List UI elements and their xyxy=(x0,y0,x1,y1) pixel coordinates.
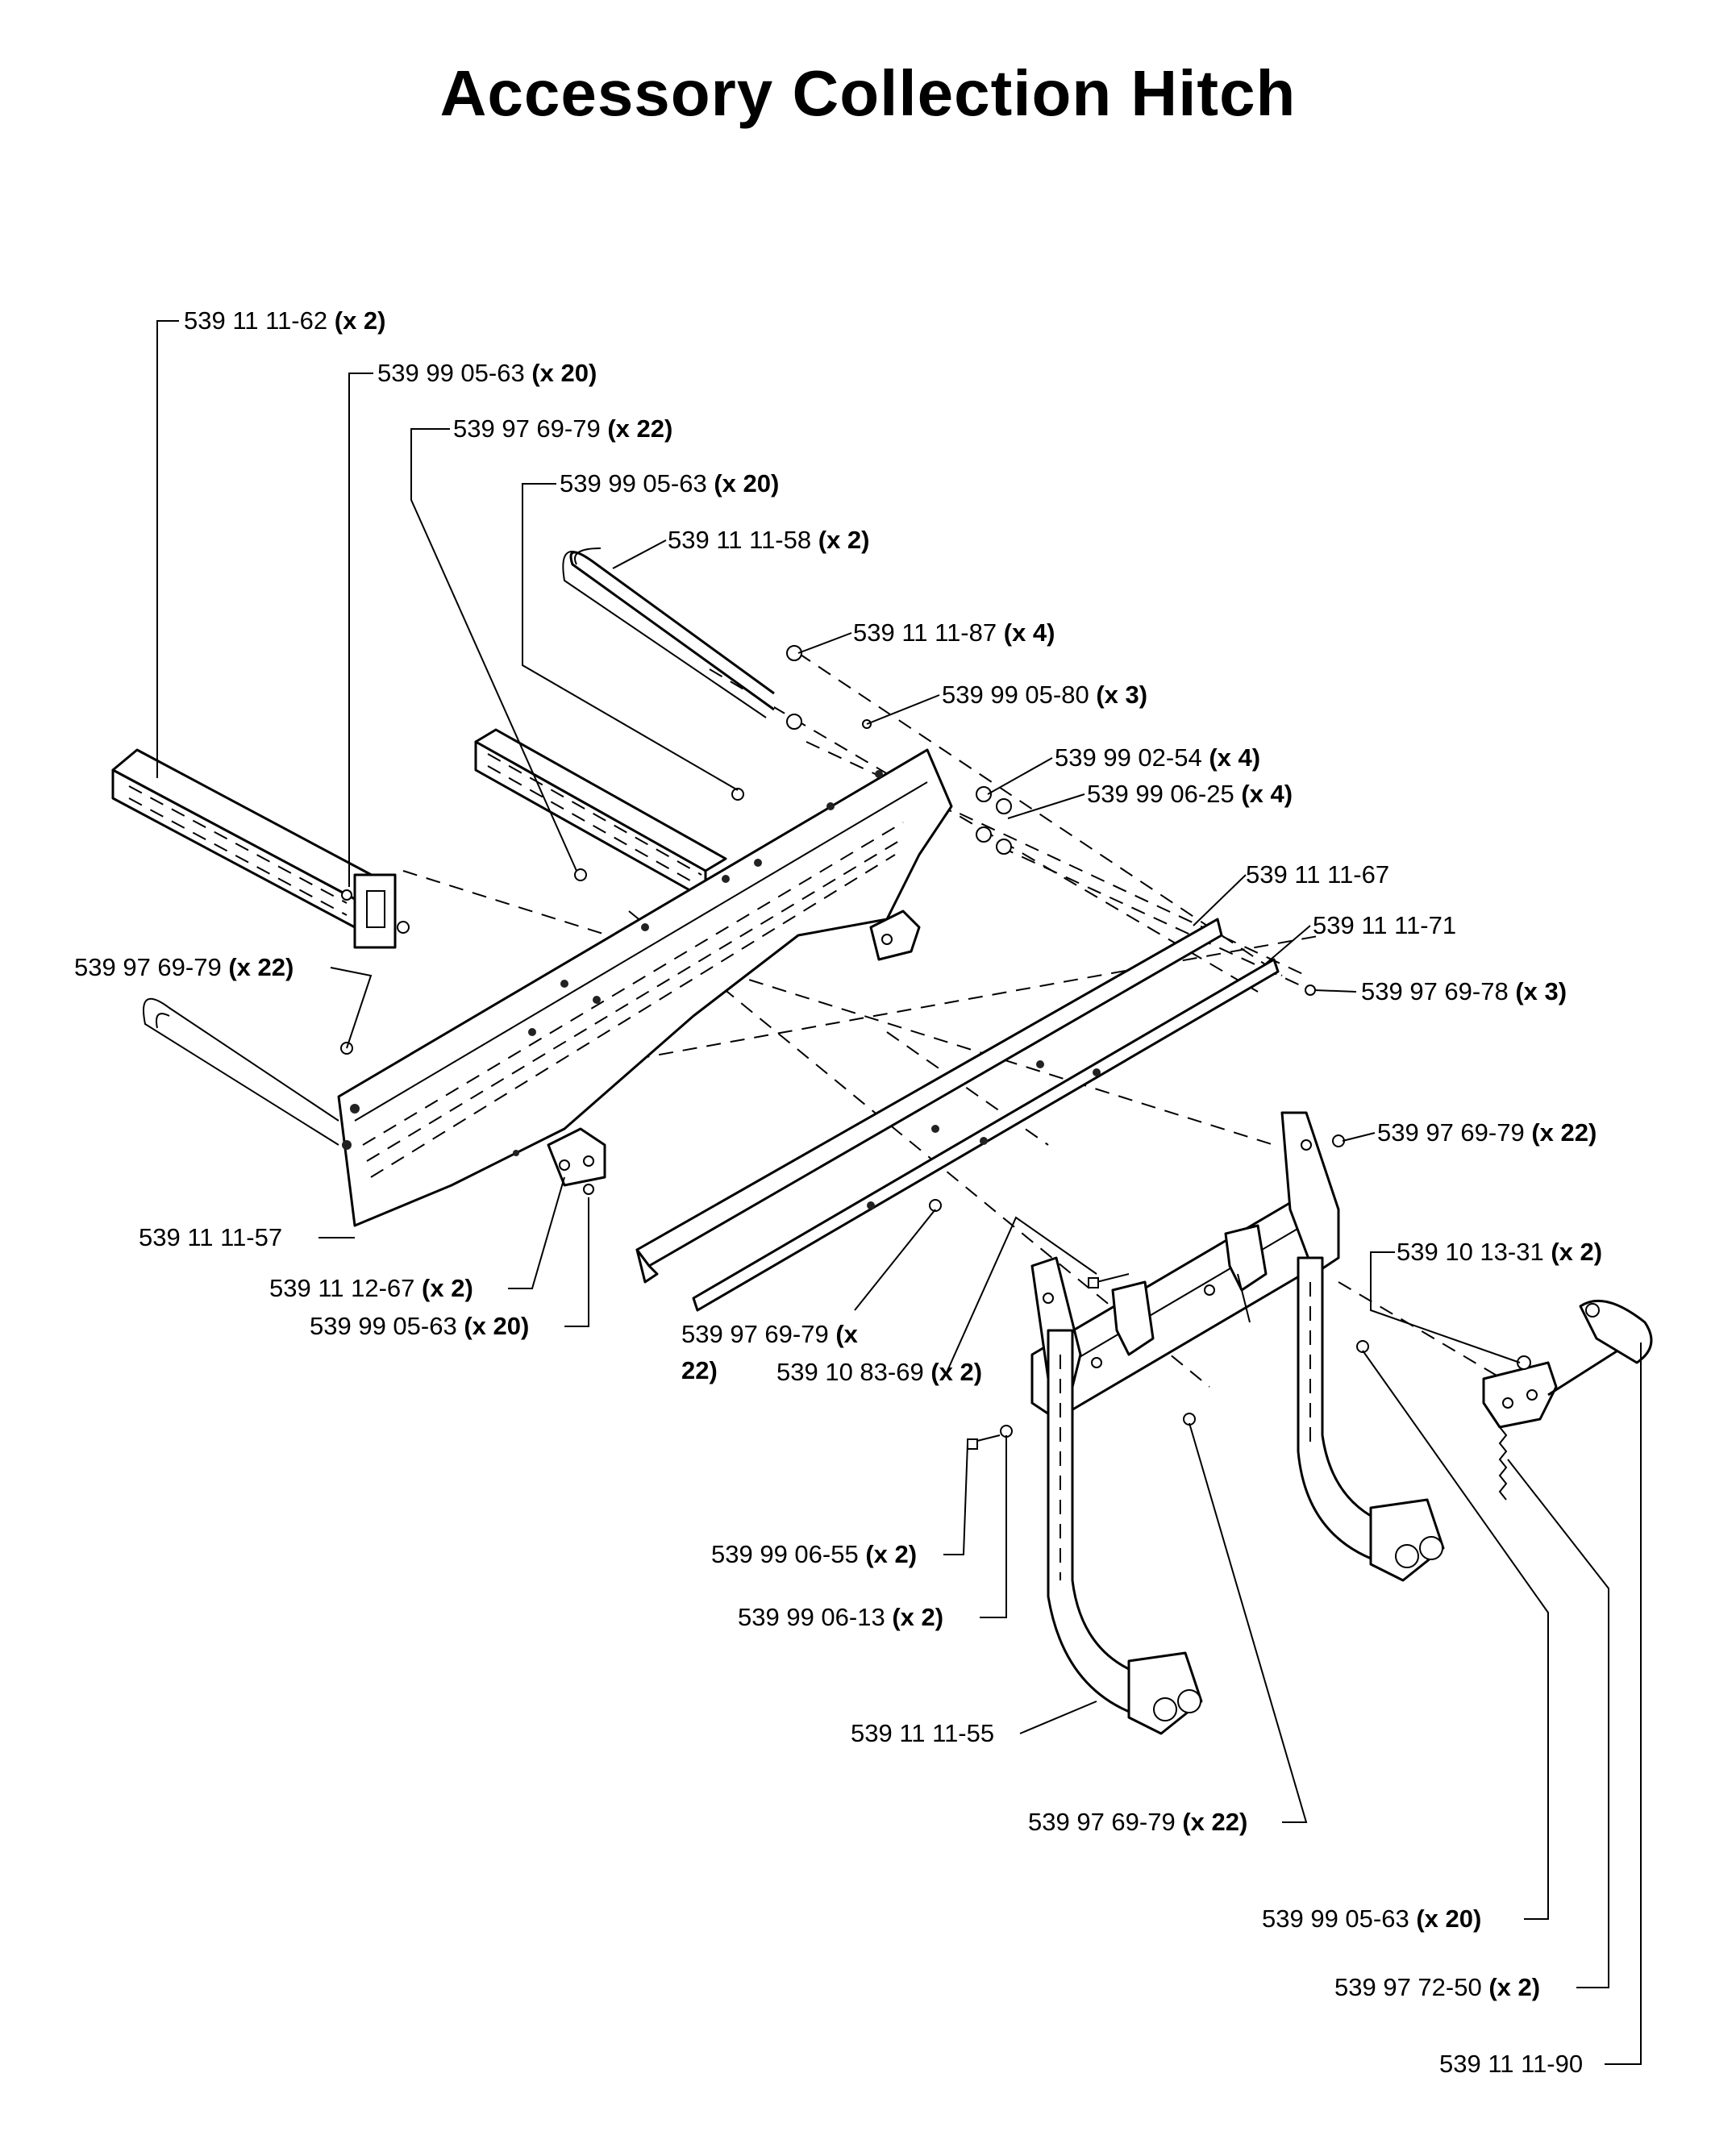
callout-label: 539 99 06-13 (x 2) xyxy=(738,1603,943,1631)
part-539-11-11-58-lower-handle xyxy=(143,997,339,1146)
part-rear-channel-bar xyxy=(474,728,727,901)
part-539-11-11-62-left-tube xyxy=(111,748,410,949)
callout-label: 539 97 69-79 (x 22) xyxy=(74,953,293,981)
callout-label: 539 99 05-80 (x 3) xyxy=(942,681,1147,709)
callout-label: 539 11 11-58 (x 2) xyxy=(668,526,870,554)
callout-label: 539 99 02-54 (x 4) xyxy=(1055,743,1260,772)
hardware-fasteners xyxy=(340,645,1369,1450)
part-right-leg xyxy=(1297,1256,1445,1582)
callout-label: 539 11 11-71 xyxy=(1313,911,1456,939)
part-539-11-11-90-hitch-pin xyxy=(1547,1299,1653,1397)
part-539-11-11-57-frame-plate xyxy=(337,748,953,1227)
callout-label: 539 11 11-62 (x 2) xyxy=(184,306,386,335)
callout-label: 539 11 11-90 xyxy=(1439,2050,1583,2078)
callout-label: 539 11 11-67 xyxy=(1246,860,1389,889)
part-539-11-12-67-bracket xyxy=(547,910,921,1187)
callout-label: 539 97 69-79 (x 22) xyxy=(1377,1118,1597,1147)
diagram-title: Accessory Collection Hitch xyxy=(439,57,1297,129)
callout-label: 539 99 06-25 (x 4) xyxy=(1087,780,1293,808)
callout-label: 539 99 05-63 (x 20) xyxy=(377,359,597,387)
callout-label: 539 99 05-63 (x 20) xyxy=(560,469,779,497)
callout-label: 539 11 12-67 (x 2) xyxy=(269,1274,473,1302)
part-539-11-11-55-left-leg xyxy=(1047,1329,1203,1735)
part-center-clevis xyxy=(1111,1224,1268,1356)
callout-label: 539 99 05-63 (x 20) xyxy=(1262,1904,1481,1933)
callout-label: 539 10 83-69 (x 2) xyxy=(776,1358,982,1386)
callout-label: 539 97 69-79 (x 22) xyxy=(453,414,672,443)
part-right-upright-bracket xyxy=(1280,1111,1340,1276)
callout-label: 539 10 13-31 (x 2) xyxy=(1397,1238,1602,1266)
callout-labels: 539 11 11-62 (x 2) 539 99 05-63 (x 20) 5… xyxy=(74,306,1602,2078)
part-539-10-13-31-hitch-plate xyxy=(1482,1355,1558,1429)
callout-label: 22) xyxy=(681,1356,718,1384)
callout-label: 539 11 11-57 xyxy=(139,1223,282,1251)
callout-label: 539 97 69-79 (x 22) xyxy=(1028,1808,1247,1836)
part-hitch-crossbar xyxy=(1030,1192,1332,1421)
part-539-97-72-50-spring xyxy=(1498,1426,1508,1501)
callout-label: 539 97 69-79 (x xyxy=(681,1320,859,1348)
part-539-11-11-67-flat-bar xyxy=(635,918,1223,1284)
part-539-11-11-58-upper-handle xyxy=(562,547,775,718)
callout-label: 539 99 05-63 (x 20) xyxy=(310,1312,529,1340)
callout-label: 539 97 72-50 (x 2) xyxy=(1334,1973,1540,2001)
leader-lines xyxy=(156,320,1642,2065)
part-539-11-11-71-flat-bar xyxy=(692,958,1280,1312)
callout-label: 539 11 11-55 xyxy=(851,1719,994,1747)
callout-label: 539 99 06-55 (x 2) xyxy=(711,1540,917,1568)
callout-label: 539 11 11-87 (x 4) xyxy=(853,618,1055,647)
callout-label: 539 97 69-78 (x 3) xyxy=(1361,977,1567,1005)
